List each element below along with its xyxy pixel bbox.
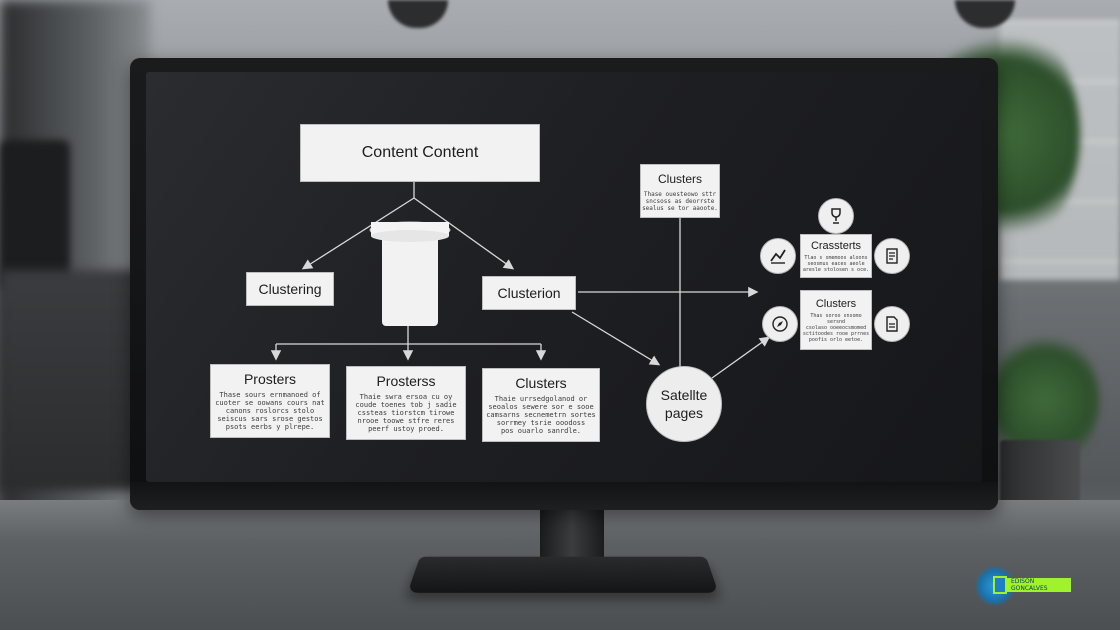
card-clusters: Clusters Thaie urrsedgolanod or seoalos … (482, 368, 600, 442)
card-title: Prosters (243, 371, 297, 387)
monitor-neck (540, 508, 604, 558)
card-title: Crassterts (810, 239, 862, 252)
satellite-label-line2: pages (664, 405, 704, 421)
clustering-node-label: Clustering (258, 281, 322, 297)
watermark-logo: EDISON GONCALVES (975, 562, 1071, 606)
logo-line2: GONCALVES (1011, 585, 1048, 592)
logo-line1: EDISON (1011, 578, 1035, 585)
clusterion-node-label: Clusterion (497, 285, 561, 301)
root-to-center-line (413, 197, 515, 270)
card-body: Thaie swra ersoa cu oy coude toenes tob … (355, 393, 457, 433)
root-to-left-line (301, 197, 415, 270)
background-chair (0, 140, 70, 290)
plant-pot (1000, 440, 1080, 510)
satellite-pages-node: Satellte pages (646, 366, 722, 442)
card-title: Prosterss (376, 373, 436, 389)
chart-icon (760, 238, 796, 274)
card-title: Clusters (515, 375, 567, 391)
ceiling-lamp (388, 0, 448, 28)
card-prosterss: Prosterss Thaie swra ersoa cu oy coude t… (346, 366, 466, 440)
logo-square-icon (993, 576, 1007, 594)
background-desk (0, 270, 150, 490)
center-to-satellite-line (571, 311, 661, 366)
monitor-screen: Content Content Clustering Clusterion Pr… (146, 72, 982, 482)
root-node: Content Content (300, 124, 540, 182)
compass-icon (762, 306, 798, 342)
monitor: Content Content Clustering Clusterion Pr… (130, 58, 998, 510)
satellite-label-line1: Satellte (660, 387, 708, 403)
card-prosters: Prosters Thase sours ernmanoed of cuoter… (210, 364, 330, 438)
card-body: Thase ouesteowo sttr sncsoss as deorrste… (642, 190, 718, 212)
card-title: Clusters (657, 171, 702, 186)
monitor-stand (407, 556, 719, 593)
connector-lines (270, 182, 771, 379)
document-icon (874, 238, 910, 274)
cylinder-icon (369, 221, 451, 326)
file-icon (874, 306, 910, 342)
card-crassterts: Crassterts Tlao s smemoos aloons seosmus… (800, 234, 872, 278)
card-body: Thas soroo snsomo sersnd csolaso ooeeocs… (802, 312, 870, 343)
root-node-label: Content Content (361, 144, 479, 161)
trophy-icon (818, 198, 854, 234)
card-title: Clusters (815, 297, 857, 310)
card-body: Thase sours ernmanoed of cuoter se oowan… (215, 391, 325, 431)
monitor-bezel-bottom (130, 482, 998, 510)
card-top-clusters: Clusters Thase ouesteowo sttr sncsoss as… (640, 164, 720, 218)
content-cluster-diagram: Content Content Clustering Clusterion Pr… (146, 72, 982, 482)
clustering-node: Clustering (246, 272, 334, 306)
card-body: Thaie urrsedgolanod or seoalos sewere so… (486, 395, 596, 435)
card-right-clusters: Clusters Thas soroo snsomo sersnd csolas… (800, 290, 872, 350)
clusterion-node: Clusterion (482, 276, 576, 310)
card-body: Tlao s smemoos aloons seosmus eaces aeol… (802, 254, 870, 273)
logo-tag: EDISON GONCALVES (997, 578, 1071, 592)
satellite-to-right-line (711, 336, 771, 379)
